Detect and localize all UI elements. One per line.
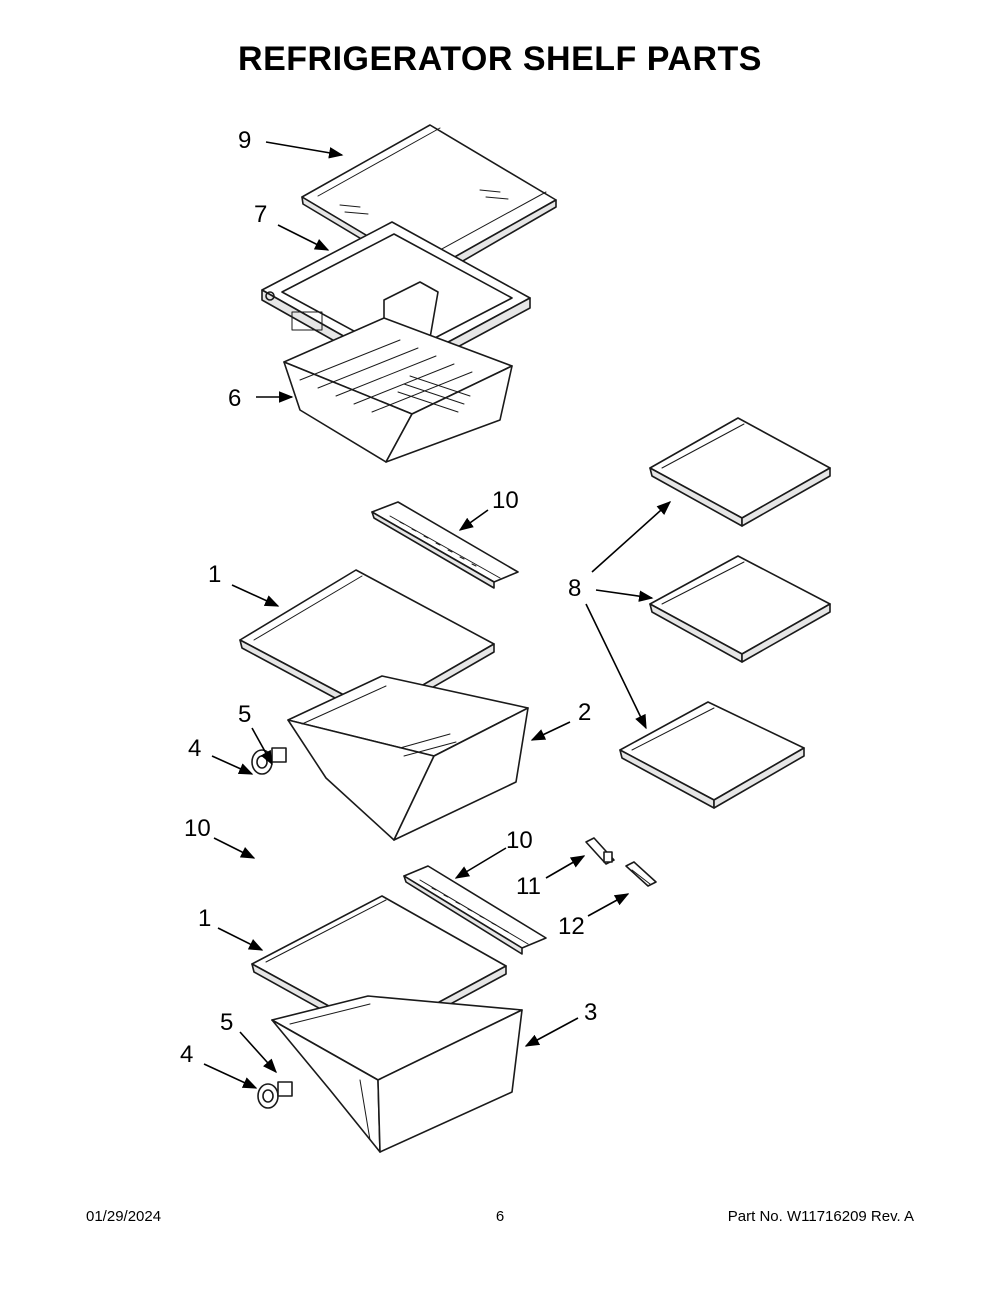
callout-8: 8 <box>568 575 581 602</box>
footer-date: 01/29/2024 <box>86 1208 162 1225</box>
callout-10-lower-rail: 10 <box>506 827 533 854</box>
part-2-upper-drawer <box>287 675 529 841</box>
footer-page-number: 6 <box>495 1208 505 1225</box>
part-3-lower-drawer <box>271 995 523 1153</box>
part-8-shelf-bottom <box>619 701 805 809</box>
part-11-clip <box>585 837 615 865</box>
part-4-5-lower-knob <box>257 1081 293 1109</box>
callout-labels: 9 7 6 10 1 8 5 2 4 10 10 11 1 12 5 3 4 <box>180 127 597 1068</box>
part-12-clip <box>625 861 657 887</box>
callout-12: 12 <box>558 913 585 940</box>
part-10-lower-rail <box>403 865 547 955</box>
part-6-crisper-drawer <box>283 317 513 463</box>
page-title: REFRIGERATOR SHELF PARTS <box>238 40 762 78</box>
callout-11: 11 <box>516 873 541 900</box>
callout-4-upper: 4 <box>188 735 201 762</box>
callout-4-lower: 4 <box>180 1041 193 1068</box>
part-4-5-upper-knob <box>251 747 287 775</box>
part-10-upper-rail <box>371 501 519 589</box>
callout-1-upper-shelf: 1 <box>208 561 221 588</box>
part-8-shelf-middle <box>649 555 831 663</box>
footer-part-number: Part No. W11716209 Rev. A <box>727 1208 914 1225</box>
callout-10-upper-rail: 10 <box>492 487 519 514</box>
part-8-shelf-top <box>649 417 831 527</box>
callout-9: 9 <box>238 127 251 154</box>
callout-6: 6 <box>228 385 241 412</box>
leader-arrows <box>203 141 672 1089</box>
callout-5-lower: 5 <box>220 1009 233 1036</box>
callout-5-upper: 5 <box>238 701 251 728</box>
callout-3: 3 <box>584 999 597 1026</box>
callout-2: 2 <box>578 699 591 726</box>
callout-1-lower-shelf: 1 <box>198 905 211 932</box>
callout-10-left: 10 <box>184 815 211 842</box>
callout-7: 7 <box>254 201 267 228</box>
